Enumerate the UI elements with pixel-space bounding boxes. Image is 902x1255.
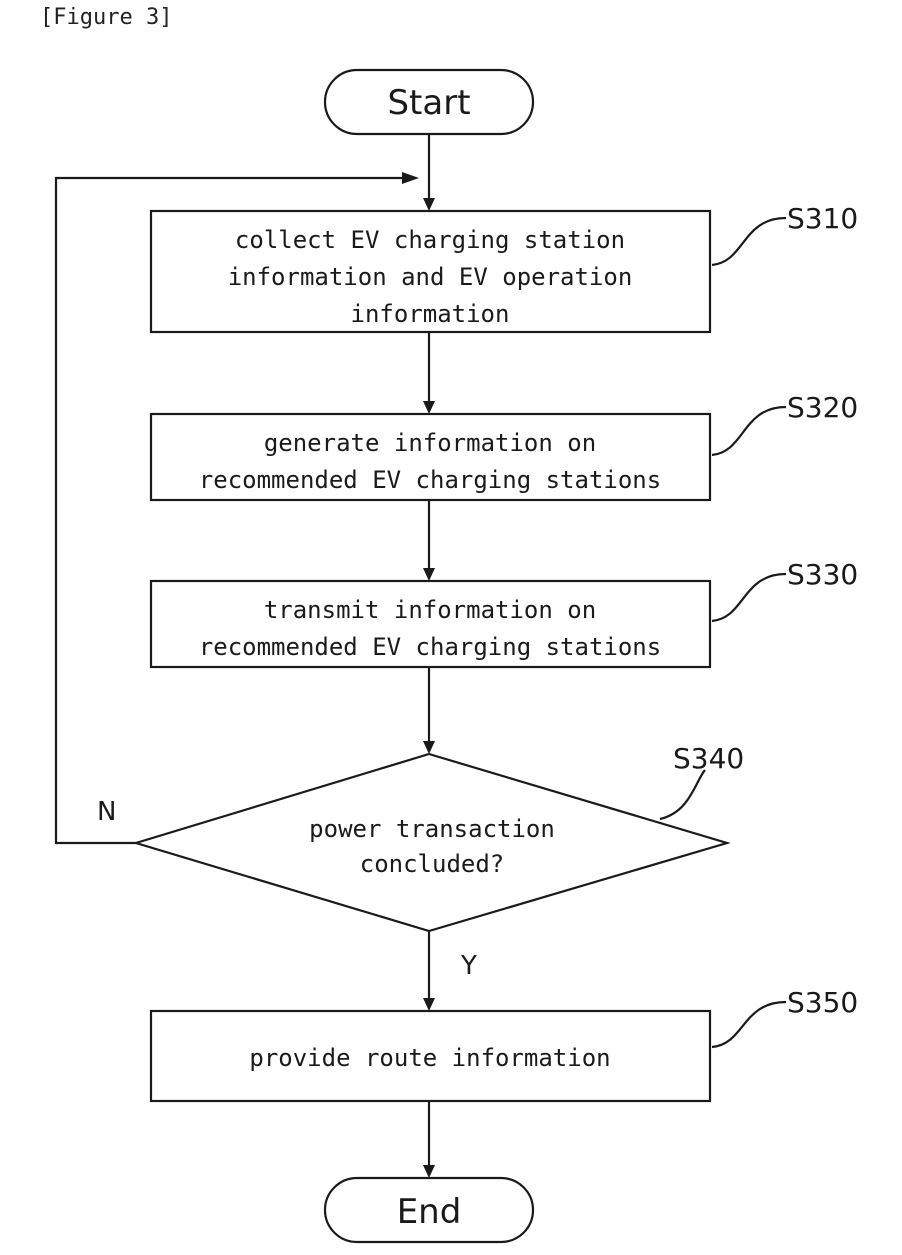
decision-line-1: power transaction [309,815,555,843]
figure-caption: [Figure 3] [40,5,172,30]
leader-line-s340 [660,770,705,819]
step-s330-line-1: transmit information on [264,596,596,624]
step-s330-line-2: recommended EV charging stations [199,633,661,661]
step-s310-line-3: information [351,300,510,328]
step-s350-line-1: provide route information [249,1044,610,1072]
arrowhead-s310-to-s320 [423,401,435,414]
arrowhead-s320-to-s330 [423,568,435,581]
step-s320-line-1: generate information on [264,429,596,457]
arrowhead-no-branch [402,172,419,184]
step-id-s340: S340 [673,742,744,775]
step-s320-line-2: recommended EV charging stations [199,466,661,494]
step-id-s330: S330 [787,558,858,591]
leader-line-s330 [712,574,786,621]
step-s310-line-1: collect EV charging station [235,226,625,254]
step-id-s310: S310 [787,202,858,235]
arrowhead-s340-to-s350 [423,998,435,1011]
end-label: End [397,1192,462,1232]
arrowhead-start-to-s310 [423,198,435,211]
step-id-s350: S350 [787,986,858,1019]
step-s310-line-2: information and EV operation [228,263,633,291]
step-id-s320: S320 [787,391,858,424]
leader-line-s320 [712,407,786,455]
leader-line-s310 [712,218,786,265]
arrowhead-s330-to-s340 [423,741,435,754]
start-label: Start [387,83,470,123]
no-branch-label: N [97,797,116,827]
decision-line-2: concluded? [360,850,505,878]
leader-line-s350 [712,1002,786,1047]
yes-branch-label: Y [460,951,477,981]
arrowhead-s350-to-end [423,1165,435,1178]
